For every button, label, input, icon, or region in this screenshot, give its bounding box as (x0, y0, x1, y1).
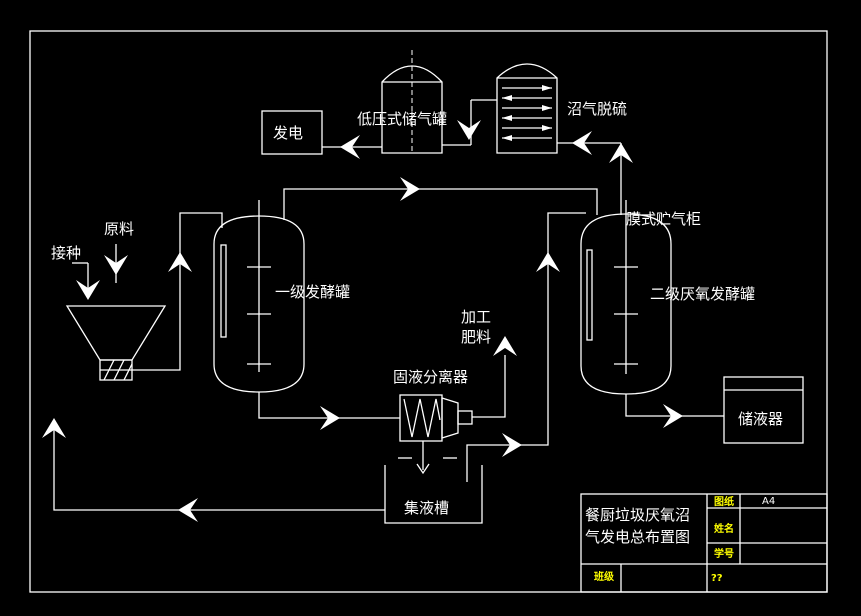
primary-label: 一级发酵罐 (275, 283, 350, 301)
desulfur-tower (496, 63, 558, 154)
title-block (580, 493, 828, 593)
flow-arrow (320, 406, 340, 430)
flow-arrow (502, 433, 522, 457)
primary-fermenter (213, 200, 305, 393)
student-id-label: 学号 (714, 547, 734, 560)
title-line-2: 气发电总布置图 (585, 528, 690, 546)
desulfur-label: 沼气脱硫 (567, 100, 627, 118)
gas-tank-label: 低压式储气罐 (357, 110, 447, 128)
hopper (65, 305, 167, 381)
class-label: 班级 (594, 570, 615, 583)
power-box (261, 110, 323, 155)
flow-arrow (609, 143, 633, 163)
flow-arrow (42, 418, 66, 438)
flow-arrow (663, 404, 683, 428)
flow-arrow (340, 135, 360, 159)
flow-arrow (493, 336, 517, 356)
membrane-label: 膜式贮气柜 (626, 210, 701, 228)
separator (399, 394, 473, 442)
flow-arrow (572, 131, 592, 155)
flow-arrow (178, 498, 198, 522)
drawing-value: A4 (762, 496, 775, 507)
fertilizer-label-1: 加工 (461, 308, 491, 326)
secondary-fermenter (580, 200, 672, 395)
class-value: ?? (711, 573, 723, 584)
separator-label: 固液分离器 (393, 368, 468, 386)
inoculum-label: 接种 (51, 244, 81, 262)
fertilizer-label-2: 肥料 (461, 328, 491, 346)
drawing-label: 图纸 (714, 495, 734, 508)
power-label: 发电 (273, 124, 303, 142)
secondary-label: 二级厌氧发酵罐 (650, 285, 755, 303)
raw-label: 原料 (104, 220, 134, 238)
flow-arrow (457, 120, 481, 140)
flow-arrow (76, 280, 100, 300)
flow-arrow (168, 252, 192, 272)
title-line-1: 餐厨垃圾厌氧沼 (585, 506, 690, 524)
drawing-border (29, 30, 828, 593)
flow-arrow (400, 177, 420, 201)
storage-tank (723, 376, 804, 444)
flow-arrow (104, 255, 128, 275)
collector (384, 457, 483, 524)
collector-label: 集液槽 (404, 499, 449, 517)
name-label: 姓名 (713, 522, 734, 535)
flow-arrow (536, 252, 560, 272)
storage-label: 储液器 (738, 410, 783, 428)
gas-tank (381, 50, 443, 154)
